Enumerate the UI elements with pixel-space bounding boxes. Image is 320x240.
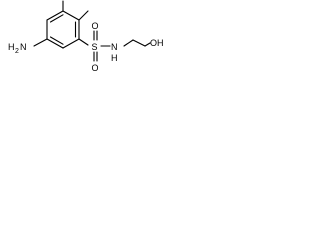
ring-bond-5	[46, 38, 64, 49]
ring-bond-2	[62, 10, 80, 21]
amine-bond	[33, 38, 48, 47]
oxygen-bottom-label: O	[92, 63, 99, 73]
ring-double-bond-3	[49, 36, 64, 45]
amine-label-n: N	[20, 42, 27, 52]
sulfur-label: S	[92, 42, 98, 52]
amine-label-subscript: 2	[15, 48, 19, 55]
chain-bond-2	[132, 39, 146, 47]
hydroxyl-label: OH	[150, 38, 164, 48]
ring-double-bond-1	[49, 14, 64, 23]
nh-label-h: H	[111, 53, 118, 63]
oxygen-top-label: O	[92, 21, 99, 31]
chain-bond-1	[123, 39, 134, 47]
ring-bond-4	[62, 38, 80, 49]
ring-bond-1	[46, 10, 64, 21]
carbon-sulfur-bond	[78, 38, 89, 46]
chemical-structure-diagram: H 2 N S O O N H OH	[8, 0, 164, 73]
methyl-bond-2	[78, 10, 89, 21]
benzene-ring	[46, 10, 80, 49]
amine-label-h: H	[8, 42, 15, 52]
chain-bond-3	[144, 42, 151, 47]
nh-label-n: N	[111, 42, 118, 52]
